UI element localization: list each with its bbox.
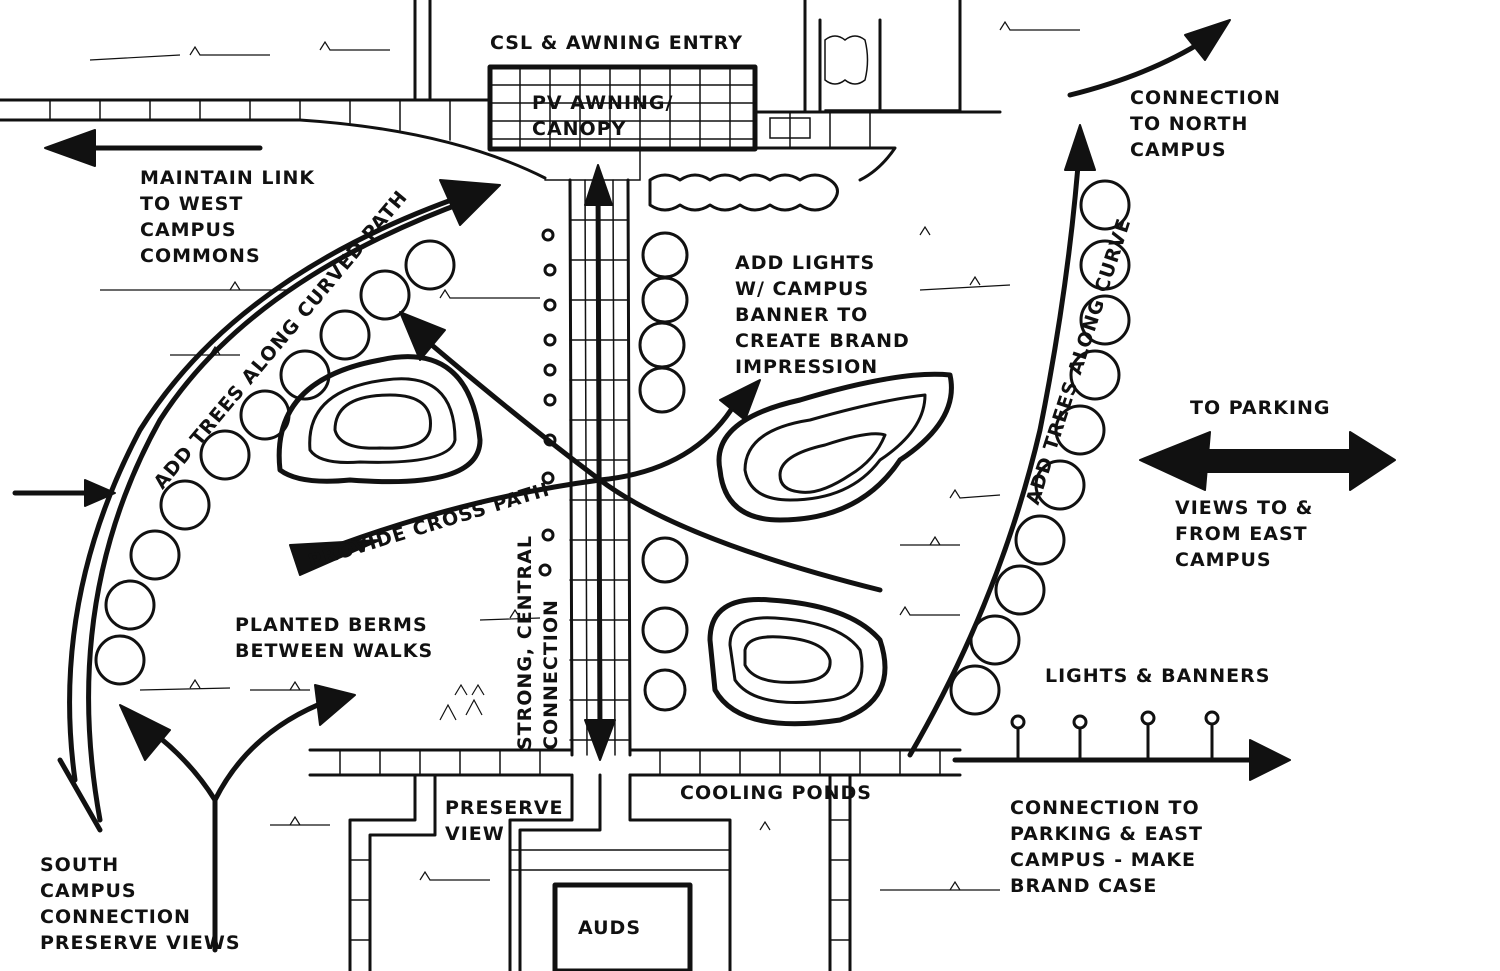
lights-banners-label: LIGHTS & BANNERS <box>1045 665 1271 687</box>
planted-berms <box>276 354 954 727</box>
south-sidewalk <box>308 748 962 777</box>
planted-berms-label: PLANTED BERMS BETWEEN WALKS <box>235 614 434 662</box>
cross-path <box>289 311 883 593</box>
west-link-label: MAINTAIN LINK TO WEST CAMPUS COMMONS <box>140 167 316 267</box>
south-campus-label: SOUTH CAMPUS CONNECTION PRESERVE VIEWS <box>40 854 241 954</box>
views-east-label: VIEWS TO & FROM EAST CAMPUS <box>1175 497 1314 571</box>
north-campus-label: CONNECTION TO NORTH CAMPUS <box>1130 87 1281 161</box>
north-building <box>413 0 962 114</box>
add-lights-label: ADD LIGHTS W/ CAMPUS BANNER TO CREATE BR… <box>735 252 910 378</box>
central-promenade <box>538 164 632 761</box>
preserve-view-label: PRESERVE VIEW <box>445 797 564 845</box>
cooling-ponds-label: COOLING PONDS <box>680 782 872 804</box>
to-parking-label: TO PARKING <box>1190 397 1331 419</box>
auds-label: AUDS <box>578 917 642 939</box>
east-connection-arrow <box>952 739 1291 781</box>
north-campus-arrow <box>1067 19 1231 98</box>
strong-central-label: STRONG, CENTRAL CONNECTION <box>514 535 562 750</box>
hedge-row <box>638 173 839 712</box>
east-curved-path <box>907 124 1131 758</box>
pv-awning-canopy <box>487 64 758 152</box>
csl-entry-label: CSL & AWNING ENTRY <box>490 32 743 54</box>
parking-arrow <box>1139 431 1396 491</box>
pv-awning-label: PV AWNING/ CANOPY <box>532 92 674 140</box>
west-curved-path <box>67 179 501 823</box>
grass-marks <box>89 20 1080 891</box>
south-campus-arrows <box>57 684 356 953</box>
east-parking-label: CONNECTION TO PARKING & EAST CAMPUS - MA… <box>1010 797 1203 897</box>
east-light-posts <box>1010 710 1220 762</box>
south-buildings <box>348 773 852 971</box>
west-link-arrow <box>44 129 263 167</box>
west-entry-arrow <box>12 479 116 507</box>
